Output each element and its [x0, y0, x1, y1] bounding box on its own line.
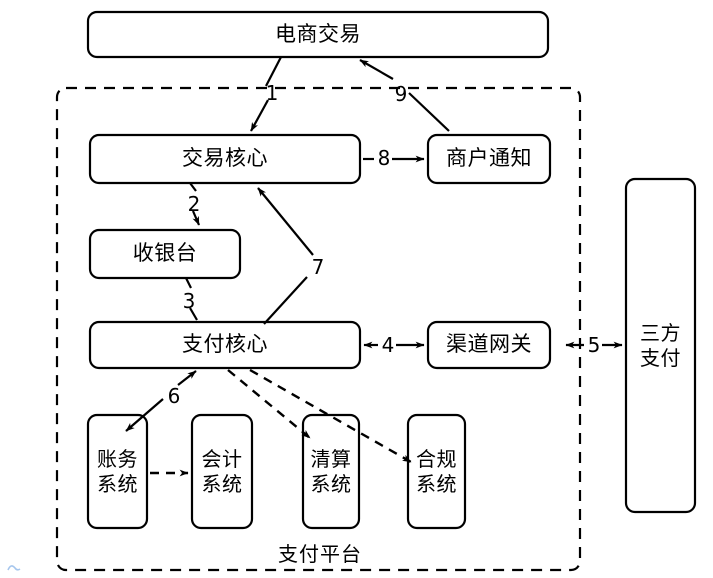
- edge-7-lower-segment: [263, 276, 308, 325]
- node-merchant-notify[interactable]: [426, 133, 552, 185]
- edge-1-segment-upper: [265, 56, 282, 87]
- node-accounting-system[interactable]: [190, 413, 254, 530]
- payment-platform-boundary: [55, 86, 582, 572]
- node-ecommerce[interactable]: [86, 10, 550, 59]
- edge-6-up-arrow: [177, 370, 197, 386]
- edge-9-merchant-notify-to-ecommerce: [359, 59, 394, 80]
- edge-3-arrow: [189, 307, 198, 321]
- edge-pay-core-to-clearing-dashed: [227, 369, 311, 439]
- node-channel-gateway[interactable]: [426, 320, 552, 370]
- node-third-party-pay[interactable]: [624, 177, 697, 514]
- node-ledger-system[interactable]: [86, 413, 149, 530]
- node-compliance-system[interactable]: [406, 413, 467, 530]
- edge-1-ecommerce-to-trade-core: [250, 99, 269, 132]
- edge-2-arrow: [191, 210, 201, 226]
- node-trade-core[interactable]: [88, 133, 362, 185]
- node-pay-core[interactable]: [88, 320, 362, 370]
- edge-2-trade-core-to-cashier: [189, 182, 197, 192]
- edge-7-pay-core-to-trade-core: [257, 187, 314, 256]
- edge-3-cashier-to-pay-core: [185, 277, 192, 289]
- edge-6-down-arrow: [125, 398, 164, 432]
- edge-9-lower-segment: [408, 92, 450, 132]
- node-clearing-system[interactable]: [301, 413, 361, 530]
- node-cashier[interactable]: [88, 228, 242, 280]
